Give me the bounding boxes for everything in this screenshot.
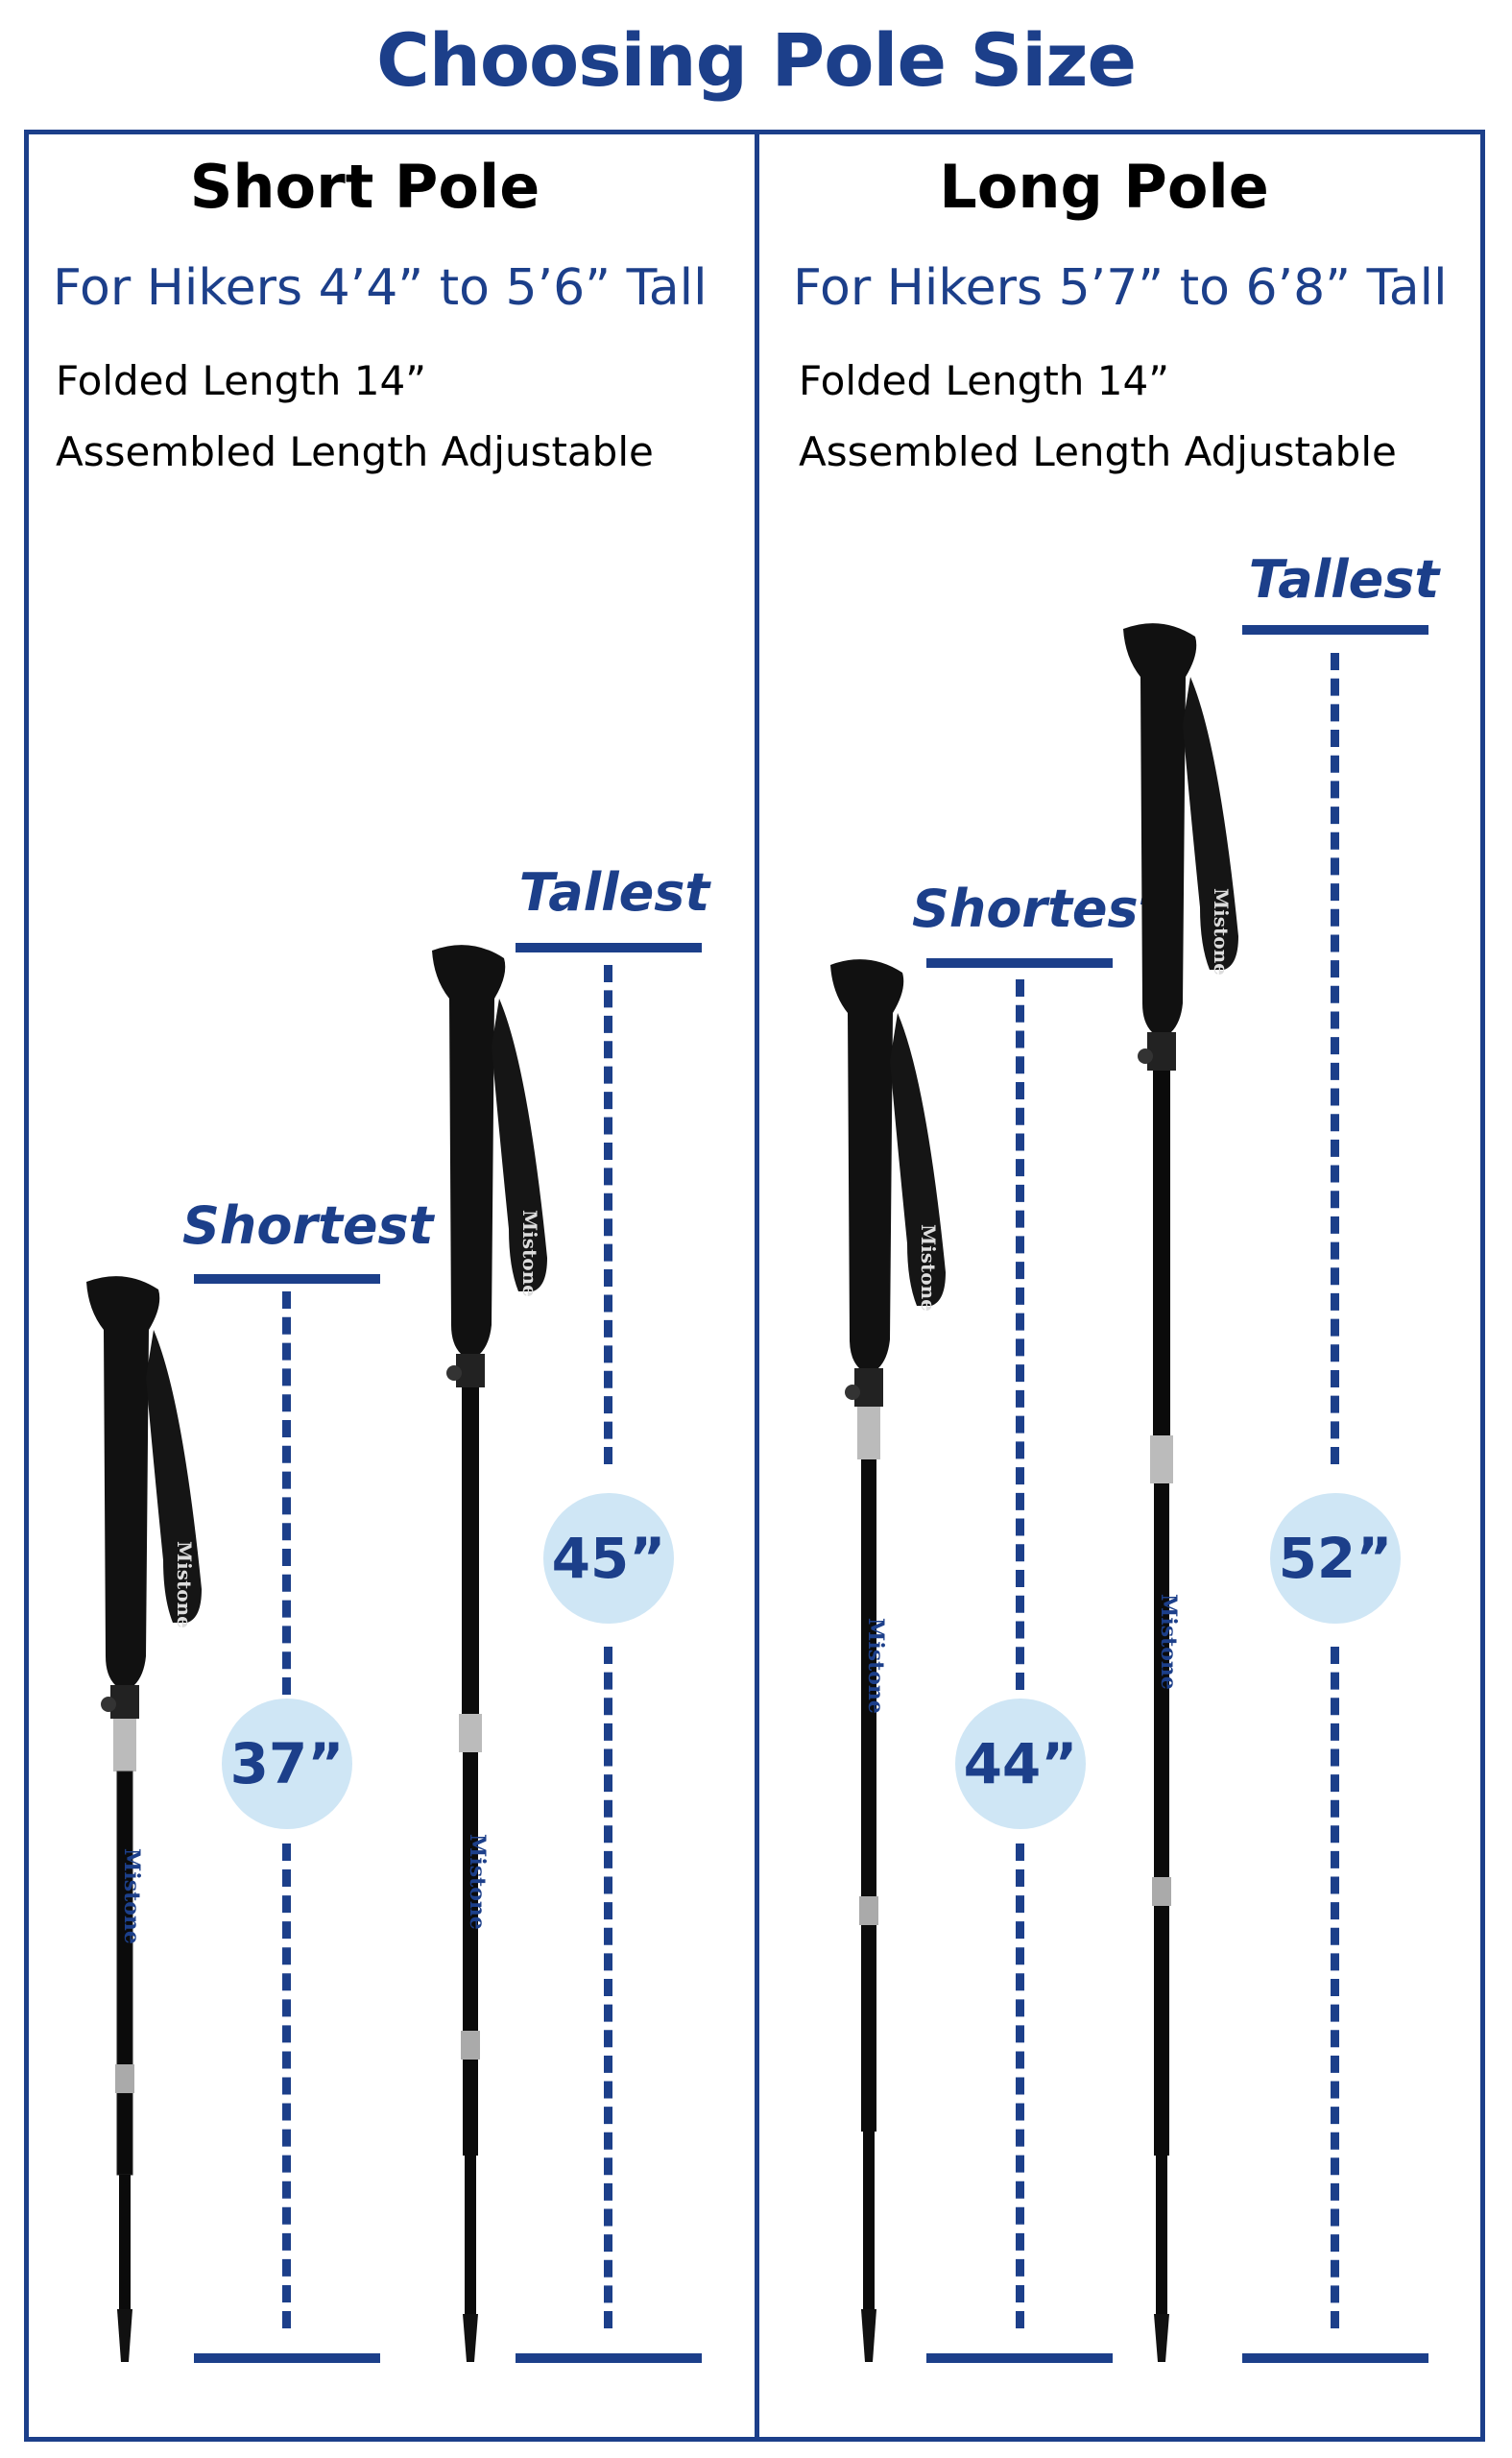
long-tallest-bottom-bar [1242, 2353, 1428, 2363]
short-shortest-badge: 37” [222, 1699, 352, 1829]
short-shortest-dash-lower [282, 1844, 300, 2328]
long-pole-assembled: Assembled Length Adjustable [799, 428, 1397, 475]
pole-brand-strap: Mistone [518, 1210, 541, 1297]
long-tallest-badge: 52” [1270, 1493, 1401, 1624]
long-shortest-label: Shortest [912, 879, 1164, 939]
pole-short-shortest: Mistone Mistone [86, 1276, 202, 2362]
long-pole-folded: Folded Length 14” [799, 357, 1169, 404]
page-title: Choosing Pole Size [375, 17, 1137, 103]
short-tallest-dash-upper [604, 965, 621, 1464]
long-tallest-dash-lower [1331, 1647, 1348, 2328]
long-shortest-dash-upper [1016, 979, 1033, 1690]
short-pole-assembled: Assembled Length Adjustable [56, 428, 654, 475]
short-shortest-label: Shortest [182, 1195, 434, 1256]
pole-brand-shaft: Mistone [465, 1834, 490, 1930]
pole-brand-shaft: Mistone [1156, 1594, 1181, 1690]
short-pole-folded: Folded Length 14” [56, 357, 426, 404]
short-shortest-top-bar [194, 1274, 380, 1284]
short-pole-hikers: For Hikers 4’4” to 5’6” Tall [53, 259, 708, 317]
short-tallest-top-bar [516, 943, 702, 952]
long-shortest-badge: 44” [955, 1699, 1086, 1829]
short-tallest-badge: 45” [543, 1493, 674, 1624]
pole-brand-strap: Mistone [1210, 888, 1233, 976]
column-divider [755, 130, 759, 2442]
long-shortest-top-bar [926, 958, 1113, 968]
long-pole-hikers: For Hikers 5’7” to 6’8” Tall [793, 259, 1448, 317]
pole-brand-strap: Mistone [173, 1541, 196, 1628]
short-pole-heading: Short Pole [189, 152, 540, 222]
short-tallest-label: Tallest [518, 862, 710, 923]
pole-short-tallest: Mistone Mistone [432, 945, 547, 2362]
pole-brand-strap: Mistone [917, 1224, 940, 1312]
pole-long-shortest: Mistone Mistone [830, 959, 946, 2362]
long-tallest-top-bar [1242, 625, 1428, 635]
short-shortest-bottom-bar [194, 2353, 380, 2363]
long-shortest-dash-lower [1016, 1844, 1033, 2328]
long-tallest-dash-upper [1331, 653, 1348, 1464]
short-tallest-bottom-bar [516, 2353, 702, 2363]
long-tallest-label: Tallest [1248, 549, 1440, 610]
short-shortest-dash-upper [282, 1291, 300, 1695]
long-shortest-bottom-bar [926, 2353, 1113, 2363]
short-tallest-dash-lower [604, 1647, 621, 2328]
pole-brand-shaft: Mistone [119, 1848, 144, 1944]
long-pole-heading: Long Pole [939, 152, 1269, 222]
pole-long-tallest: Mistone Mistone [1123, 623, 1238, 2362]
pole-brand-shaft: Mistone [863, 1618, 888, 1714]
